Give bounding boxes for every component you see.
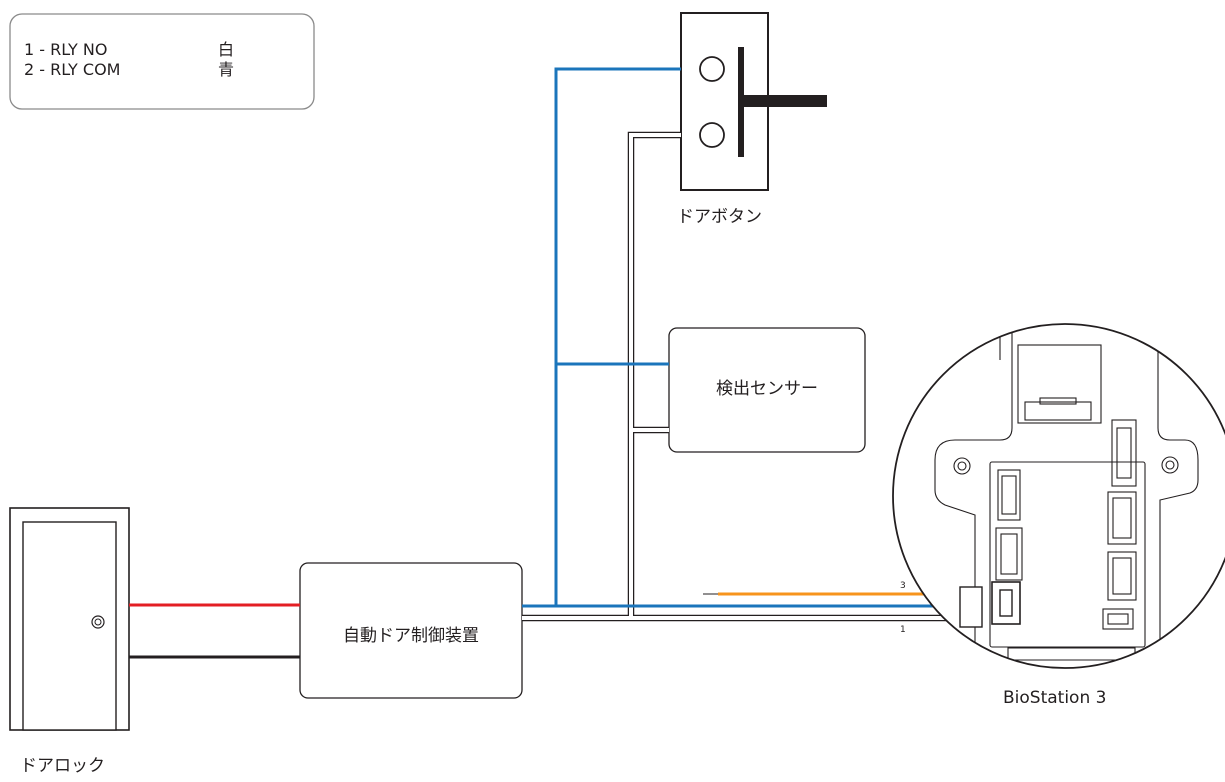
button-terminal-2 — [699, 122, 725, 148]
controller-box — [299, 562, 523, 699]
sensor-label: 検出センサー — [716, 379, 818, 399]
pin-1-label: 1 — [900, 625, 906, 635]
biostation-detail — [892, 323, 1225, 669]
legend-box — [9, 13, 315, 110]
legend-row-1: 1 - RLY NO — [24, 41, 107, 59]
legend-color-2: 青 — [218, 61, 234, 79]
blue-wire — [522, 67, 960, 608]
legend-wire-name: 1 - RLY NO — [24, 40, 108, 59]
legend-wire-color: 白 — [218, 40, 235, 59]
door — [9, 507, 130, 731]
legend-wire-name: 2 - RLY COM — [24, 60, 121, 79]
legend-wire-color: 青 — [218, 60, 235, 79]
button-plunger-plate — [738, 47, 744, 157]
pin-3-label: 3 — [900, 581, 906, 591]
door-lock-label: ドアロック — [20, 756, 105, 776]
biostation-label: BioStation 3 — [1003, 688, 1107, 708]
controller-label: 自動ドア制御装置 — [343, 626, 479, 646]
door-button-label: ドアボタン — [677, 207, 762, 227]
button-plunger-rod — [744, 95, 827, 107]
button-terminal-1 — [699, 56, 725, 82]
legend-row-2: 2 - RLY COM — [24, 61, 120, 79]
sensor-box — [668, 327, 866, 453]
door-button — [680, 12, 827, 191]
white-wire — [522, 131, 955, 622]
legend-color-1: 白 — [218, 41, 234, 59]
